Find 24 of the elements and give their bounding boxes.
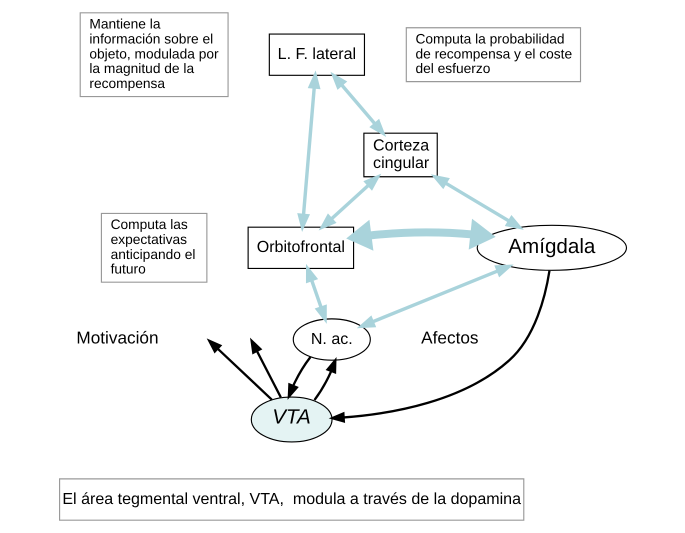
arrow (250, 338, 282, 398)
node-box: Corteza cingular (362, 132, 438, 178)
arrow (296, 70, 320, 232)
arrow (313, 357, 336, 401)
arrow (328, 270, 550, 423)
arrow (206, 338, 272, 400)
arrow (287, 356, 311, 400)
arrow (356, 264, 514, 328)
node-box: Orbitofrontal (247, 226, 354, 270)
arrow (430, 174, 524, 230)
label: Afectos (420, 328, 478, 348)
arrow (318, 174, 381, 231)
arrow (346, 218, 496, 251)
node-box: Computa las expectativas anticipando el futuro (100, 212, 207, 283)
node-box: Computa la probabilidad de recompensa y el coste del esfuerzo (405, 27, 581, 82)
node-box: L. F. lateral (268, 33, 365, 76)
node-ellipse: Amígdala (476, 224, 627, 271)
arrow (305, 264, 326, 324)
arrow (330, 72, 386, 137)
node-box: Mantiene la información sobre el objeto, modulada por la magnitud de la recompensa (79, 12, 228, 98)
node-ellipse: N. ac. (292, 318, 370, 361)
label: Motivación (76, 328, 158, 348)
node-box: El área tegmental ventral, VTA, modula a través de la dopamina (58, 478, 524, 521)
node-ellipse: VTA (250, 396, 332, 443)
